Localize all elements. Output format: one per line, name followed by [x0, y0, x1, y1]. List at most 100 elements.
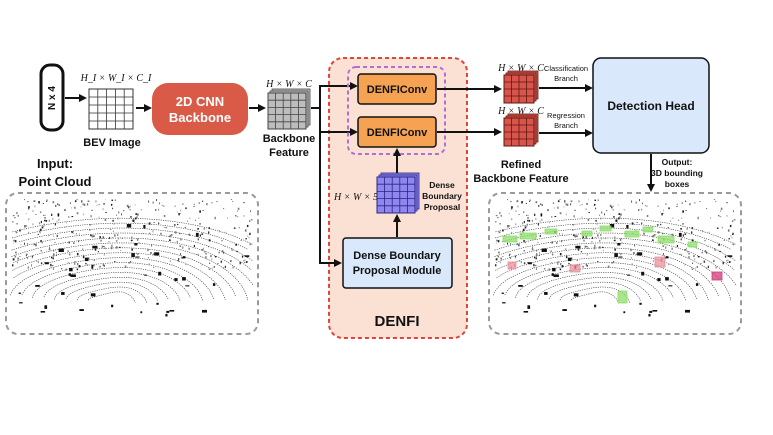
- point: [584, 245, 587, 248]
- point: [699, 201, 701, 203]
- object-cluster: [518, 285, 523, 287]
- point: [540, 203, 542, 205]
- point: [703, 261, 706, 263]
- point: [54, 223, 56, 226]
- point: [538, 204, 540, 207]
- point: [142, 233, 144, 235]
- point: [231, 248, 233, 250]
- point: [710, 217, 711, 219]
- point: [65, 226, 67, 228]
- point: [52, 268, 54, 270]
- point: [56, 220, 58, 223]
- object-cluster: [91, 265, 94, 269]
- point: [565, 203, 567, 206]
- point: [236, 250, 238, 252]
- point: [535, 254, 537, 255]
- point: [237, 207, 240, 210]
- point: [136, 215, 138, 219]
- point: [718, 215, 720, 217]
- point: [90, 215, 92, 218]
- object-cluster: [244, 255, 250, 257]
- detection-box: [711, 271, 723, 281]
- point: [54, 241, 56, 243]
- point: [561, 240, 563, 243]
- point: [31, 257, 33, 259]
- point: [176, 211, 178, 213]
- point: [112, 230, 114, 232]
- refined-dim-top: H × W × C: [497, 63, 544, 74]
- point: [14, 217, 16, 219]
- detection-head-label: Detection Head: [607, 99, 694, 113]
- point: [541, 218, 543, 221]
- point: [195, 219, 197, 221]
- point: [523, 220, 525, 224]
- point: [98, 216, 100, 218]
- object-cluster: [617, 243, 621, 246]
- point: [40, 211, 42, 213]
- point: [559, 199, 561, 200]
- point: [193, 203, 195, 205]
- detection-box: [519, 232, 537, 240]
- point: [48, 219, 50, 222]
- point: [223, 208, 225, 210]
- point: [205, 253, 207, 255]
- scan-ring: [537, 276, 652, 300]
- object-cluster: [131, 253, 135, 258]
- point: [661, 213, 663, 216]
- point: [103, 246, 105, 247]
- point: [93, 264, 95, 267]
- point: [614, 248, 616, 251]
- point: [151, 244, 153, 247]
- point: [147, 248, 149, 252]
- point: [245, 238, 247, 240]
- point: [185, 207, 187, 210]
- point: [510, 207, 513, 210]
- object-cluster: [540, 213, 543, 217]
- point: [15, 231, 18, 234]
- point: [559, 268, 562, 271]
- point: [58, 204, 60, 206]
- detection-box: [544, 228, 558, 235]
- proposal-label-line1: Dense: [429, 180, 455, 190]
- point: [706, 251, 708, 254]
- detection-head-block: [592, 57, 710, 154]
- object-cluster: [165, 313, 168, 317]
- object-cluster: [90, 293, 96, 297]
- point: [585, 264, 588, 267]
- scan-ring: [21, 262, 204, 302]
- object-cluster: [111, 304, 114, 308]
- scan-ring: [12, 247, 236, 297]
- point: [153, 253, 155, 256]
- point: [652, 234, 655, 236]
- object-cluster: [627, 274, 630, 276]
- point: [201, 233, 204, 235]
- object-cluster: [135, 256, 140, 258]
- point: [105, 199, 106, 201]
- point: [14, 255, 17, 258]
- point: [617, 222, 618, 223]
- point: [635, 201, 637, 204]
- point: [164, 226, 166, 228]
- point: [573, 234, 575, 237]
- arrow-feature-to-module: [319, 132, 342, 267]
- point: [588, 199, 589, 201]
- point: [713, 260, 715, 262]
- point: [691, 227, 693, 230]
- input-title-line2: Point Cloud: [19, 174, 92, 189]
- point: [641, 208, 643, 211]
- point: [733, 219, 736, 221]
- point: [708, 231, 710, 233]
- point: [500, 257, 502, 260]
- point: [587, 247, 589, 249]
- point: [728, 238, 730, 240]
- point: [41, 241, 43, 244]
- point: [685, 210, 687, 211]
- point: [643, 232, 645, 235]
- point: [188, 233, 191, 236]
- point: [676, 203, 678, 205]
- point: [149, 232, 151, 234]
- point: [161, 205, 163, 206]
- point: [105, 212, 107, 213]
- point: [14, 240, 17, 243]
- point: [551, 253, 554, 256]
